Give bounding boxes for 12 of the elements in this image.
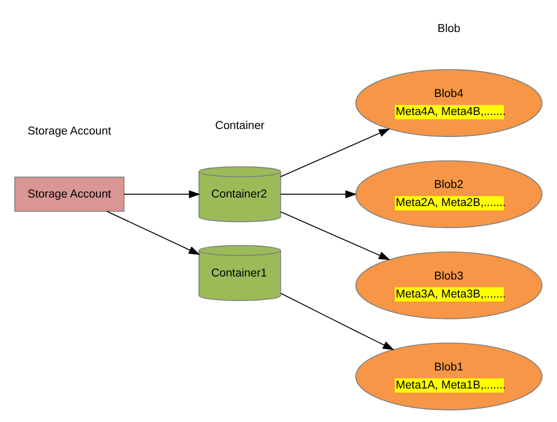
arrow xyxy=(280,190,357,198)
node-ellipse: Blob1 Meta1A, Meta1B,....... xyxy=(355,342,542,410)
label: Blob xyxy=(438,22,460,35)
arrow xyxy=(106,210,200,255)
arrow xyxy=(124,190,200,198)
arrow xyxy=(280,292,394,350)
label: Storage Account xyxy=(28,126,112,138)
label: Container xyxy=(215,120,264,132)
arrow xyxy=(280,211,390,260)
arrow xyxy=(280,128,390,178)
node-ellipse: Blob2 Meta2A, Meta2B,....... xyxy=(355,160,542,228)
node-box: Storage Account xyxy=(14,176,124,212)
